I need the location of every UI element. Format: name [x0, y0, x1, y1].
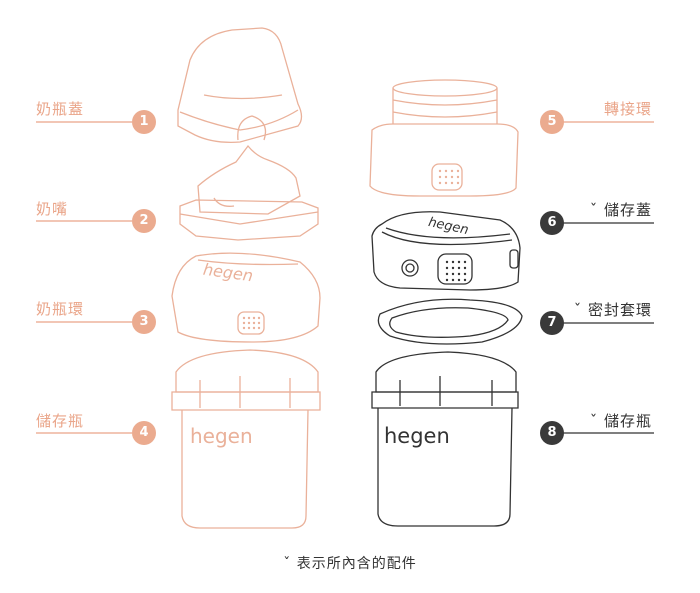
label-bottle-ring: 奶瓶環 [36, 298, 84, 319]
label-storage-jar-right: ˇ 儲存瓶 [590, 410, 652, 431]
label-nipple: 奶嘴 [36, 198, 68, 219]
seal-ring-illustration [378, 299, 522, 344]
badge-5: 5 [540, 110, 564, 134]
label-seal-ring: ˇ 密封套環 [574, 299, 652, 320]
nipple-illustration [180, 116, 318, 240]
badge-7: 7 [540, 311, 564, 335]
label-bottle-cap: 奶瓶蓋 [36, 98, 84, 119]
brand-text-jar-left: hegen [190, 424, 253, 448]
badge-2: 2 [132, 209, 156, 233]
brand-text-jar-right: hegen [384, 424, 450, 448]
label-storage-lid: ˇ 儲存蓋 [590, 199, 652, 220]
adapter-ring-illustration [370, 80, 518, 196]
badge-1: 1 [132, 110, 156, 134]
badge-8: 8 [540, 421, 564, 445]
label-adapter-ring: 轉接環 [604, 98, 652, 119]
badge-4: 4 [132, 421, 156, 445]
label-storage-jar-left: 儲存瓶 [36, 410, 84, 431]
badge-6: 6 [540, 211, 564, 235]
leader-lines [36, 122, 654, 433]
included-accessories-note: ˇ 表示所內含的配件 [0, 553, 700, 573]
badge-3: 3 [132, 310, 156, 334]
